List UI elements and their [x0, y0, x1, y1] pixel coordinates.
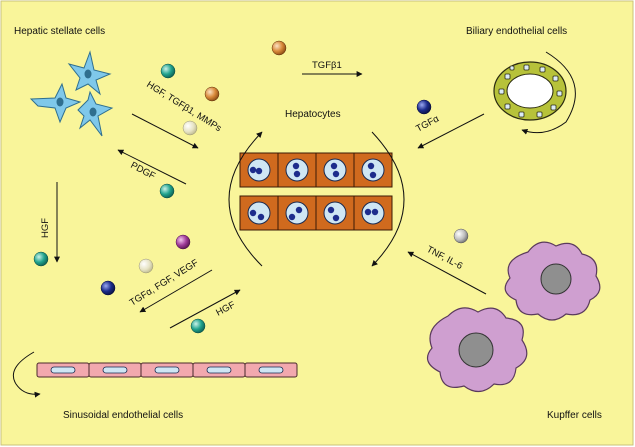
label-hepatocytes: Hepatocytes [285, 109, 341, 120]
hepatocyte-cycle-arrow-right [371, 131, 405, 267]
arrow-hgf-tgfb1-mmps [131, 113, 199, 149]
factor-sphere-teal [159, 183, 175, 199]
stellate-cell-group [29, 50, 114, 137]
biliary-cycle-arrow [521, 51, 576, 135]
label-tgfb1: TGFβ1 [312, 60, 342, 71]
hepatocyte-cycle-arrow-left [228, 131, 263, 267]
factor-sphere-navy [100, 280, 116, 296]
factor-sphere-teal [190, 318, 206, 334]
arrow-hgf-bottom [169, 289, 241, 329]
arrow-tgfa [417, 113, 485, 149]
kupffer-cell [504, 241, 601, 321]
label-biliary-endothelial-cells: Biliary endothelial cells [466, 26, 567, 37]
arrow-tnf-il6 [407, 251, 487, 295]
arrow-tgfa-fgf-vegf [139, 269, 213, 313]
arrow-pdgf [117, 149, 187, 185]
kupffer-cell [426, 307, 528, 393]
factor-sphere-magenta [175, 234, 191, 250]
sinusoid-cell-row [36, 362, 298, 378]
factor-sphere-pale [182, 120, 198, 136]
sinusoid-cycle-arrow [12, 351, 41, 398]
factor-sphere-navy [416, 99, 432, 115]
factor-sphere-teal [33, 251, 49, 267]
label-hepatic-stellate-cells: Hepatic stellate cells [14, 26, 105, 37]
hepatocyte-plate-bottom [239, 195, 393, 231]
label-kupffer-cells: Kupffer cells [547, 410, 602, 421]
label-hgf-left: HGF [40, 218, 51, 238]
hepatocyte-plate-top [239, 152, 393, 188]
biliary-duct [493, 61, 567, 121]
factor-sphere-orange [271, 40, 287, 56]
factor-sphere-grey [453, 228, 469, 244]
label-sinusoidal-endothelial-cells: Sinusoidal endothelial cells [63, 410, 183, 421]
stellate-cell [29, 82, 82, 124]
factor-sphere-teal [160, 63, 176, 79]
factor-sphere-pale [138, 258, 154, 274]
factor-sphere-orange [204, 86, 220, 102]
